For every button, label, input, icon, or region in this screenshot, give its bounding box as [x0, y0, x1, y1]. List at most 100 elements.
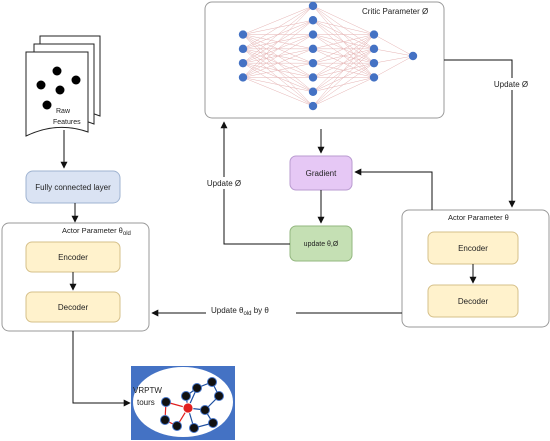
update-phi-left-label-bg — [200, 177, 248, 189]
update-phi-right-label-bg — [486, 78, 536, 90]
critic-edge — [312, 5, 375, 35]
raw-features-page-front — [25, 51, 89, 137]
critic-neuron — [408, 51, 418, 61]
actor-new-decoder-label: Decoder — [458, 297, 489, 306]
critic-neuron — [308, 87, 318, 96]
critic-edge — [312, 34, 375, 50]
tour-node — [172, 421, 182, 431]
critic-edge — [242, 77, 314, 107]
update-theta-label-bg — [206, 303, 296, 317]
tour-node — [189, 423, 199, 433]
tour-route-blue-3 — [187, 407, 214, 429]
actor-old-decoder-box — [25, 291, 121, 323]
raw-features-stack: Raw Features — [25, 35, 101, 137]
critic-neuron — [308, 101, 318, 111]
critic-edge — [242, 77, 314, 92]
tour-node — [161, 397, 171, 407]
critic-title: Critic Parameter Ø — [362, 7, 428, 16]
critic-edge — [312, 34, 375, 107]
raw-features-line2: Features — [53, 119, 81, 126]
critic-edge — [242, 48, 314, 78]
raw-features-line1: Raw — [56, 108, 71, 115]
gradient-label: Gradient — [306, 169, 337, 178]
critic-neuron — [369, 73, 379, 82]
update-theta-label-suffix: by θ — [251, 306, 269, 315]
update-theta-phi-label: update θ,Ø — [304, 241, 339, 248]
arrows — [60, 59, 516, 407]
critic-edge — [373, 55, 414, 78]
tour-node — [207, 377, 217, 387]
critic-edge — [242, 62, 314, 78]
critic-neuron — [238, 73, 248, 82]
critic-edges — [242, 5, 414, 107]
feature-dot — [36, 80, 46, 90]
actor-new-encoder-label: Encoder — [458, 244, 488, 253]
critic-neuron — [308, 58, 318, 68]
tour-node — [160, 415, 170, 425]
critic-neuron — [369, 58, 379, 68]
critic-neuron — [308, 16, 318, 25]
critic-neuron — [369, 30, 379, 39]
actor-old-title: Actor Parameter θold — [62, 226, 131, 237]
critic-neuron — [238, 44, 248, 54]
feature-dot — [52, 66, 62, 76]
arrow-update-to-critic — [220, 121, 290, 245]
critic-edge — [242, 5, 314, 35]
critic-neuron — [308, 30, 318, 39]
tour-depot-node — [182, 402, 194, 414]
critic-edge — [242, 5, 314, 78]
critic-edge — [242, 20, 314, 78]
fully-connected-layer-label: Fully connected layer — [35, 183, 111, 192]
critic-edge — [312, 34, 375, 92]
critic-edge — [373, 48, 414, 57]
critic-edge — [242, 34, 314, 78]
critic-edge — [312, 20, 375, 35]
update-theta-label: Update θold by θ — [211, 306, 269, 317]
feature-dot — [55, 85, 65, 95]
actor-old-title-text: Actor Parameter θ — [62, 226, 123, 235]
critic-neuron — [238, 30, 248, 39]
tour-node — [200, 405, 210, 415]
critic-network: Critic Parameter Ø — [204, 1, 445, 119]
update-theta-label-subscript: old — [243, 311, 251, 317]
tour-node — [192, 383, 202, 393]
critic-edge — [312, 62, 375, 107]
fully-connected-layer-box — [25, 170, 121, 204]
critic-edge — [242, 5, 314, 64]
critic-neuron — [308, 44, 318, 54]
actor-new: Actor Parameter θ Encoder Decoder — [401, 209, 550, 328]
vrptw-tours: VRPTW tours — [131, 366, 235, 440]
feature-dot — [42, 100, 52, 110]
critic-edge — [312, 34, 375, 78]
arrow-actor-new-to-gradient — [354, 168, 433, 210]
critic-neuron — [238, 58, 248, 68]
actor-old-encoder-label: Encoder — [58, 253, 88, 262]
critic-edge — [312, 77, 375, 107]
feature-dot — [71, 75, 81, 85]
update-phi-left-label: Update Ø — [207, 179, 241, 188]
critic-neuron — [308, 73, 318, 82]
critic-neuron — [369, 44, 379, 54]
critic-edge — [312, 34, 375, 64]
tour-node — [214, 391, 224, 401]
update-phi-right-label: Update Ø — [494, 80, 528, 89]
actor-old-decoder-label: Decoder — [58, 303, 89, 312]
tour-node — [208, 418, 218, 428]
critic-edge — [312, 48, 375, 107]
arrow-critic-to-actor-new — [444, 59, 516, 208]
actor-old-title-subscript: old — [123, 231, 131, 237]
update-theta-label-prefix: Update θ — [211, 306, 244, 315]
critic-edge — [373, 34, 414, 57]
critic-edge — [242, 5, 314, 50]
tours-label-line2: tours — [137, 398, 155, 407]
arrow-actor-old-to-tours — [72, 331, 131, 407]
actor-new-title: Actor Parameter θ — [448, 213, 509, 222]
tours-label-line1: VRPTW — [133, 386, 162, 395]
critic-nodes — [238, 1, 418, 111]
critic-neuron — [308, 1, 318, 11]
tour-node — [181, 391, 191, 401]
actor-old: Actor Parameter θold Encoder Decoder — [1, 222, 150, 332]
critic-edge — [373, 55, 414, 64]
actor-new-decoder-box — [427, 284, 519, 318]
